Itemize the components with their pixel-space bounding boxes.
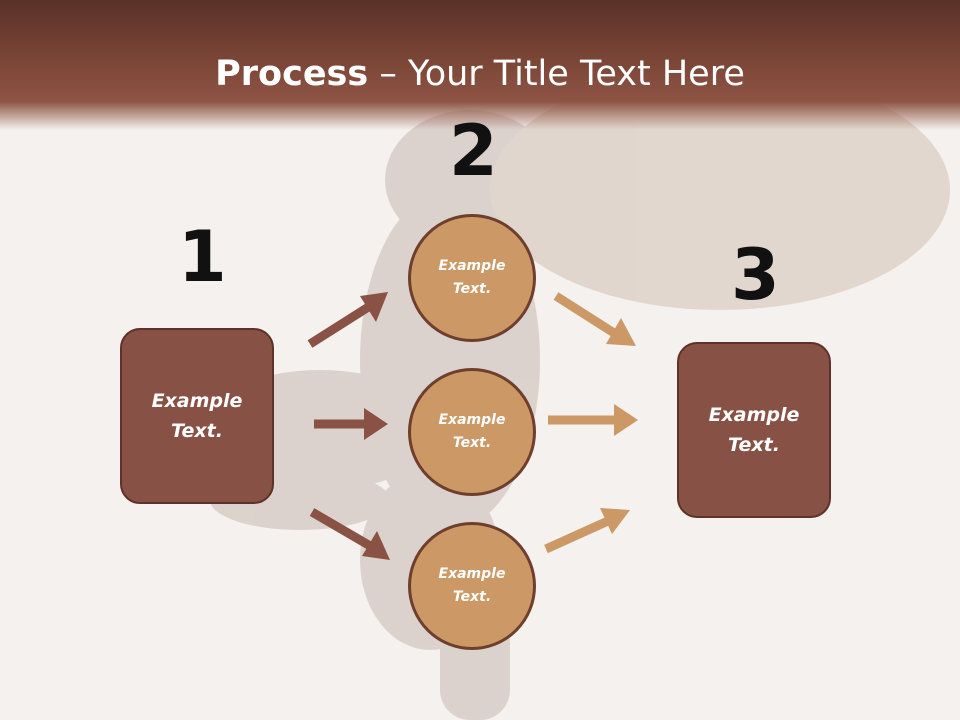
circle-middle-text: Example Text. <box>438 412 506 451</box>
circle-bottom-text: Example Text. <box>438 566 506 605</box>
right-box: Example Text. <box>677 342 831 518</box>
left-box: Example Text. <box>120 328 274 504</box>
left-box-text: Example Text. <box>151 390 243 442</box>
step-number-2: 2 <box>449 110 498 192</box>
right-box-text: Example Text. <box>708 404 800 456</box>
title-band <box>0 0 960 130</box>
arrow-bottom-to-right <box>544 508 630 554</box>
step-number-3: 3 <box>731 234 780 316</box>
circle-top: Example Text. <box>408 214 536 342</box>
title-bold: Process <box>215 54 369 94</box>
slide-title: Process – Your Title Text Here <box>0 52 960 96</box>
circle-top-text: Example Text. <box>438 258 506 297</box>
title-rest: – Your Title Text Here <box>368 54 745 94</box>
arrow-middle-to-right <box>548 404 638 436</box>
step-number-1: 1 <box>178 216 227 298</box>
circle-bottom: Example Text. <box>408 522 536 650</box>
arrow-left-to-bottom <box>309 508 390 560</box>
arrow-top-to-right <box>553 292 636 346</box>
arrow-left-to-top <box>307 292 388 348</box>
arrow-left-to-middle <box>314 408 388 440</box>
circle-middle: Example Text. <box>408 368 536 496</box>
